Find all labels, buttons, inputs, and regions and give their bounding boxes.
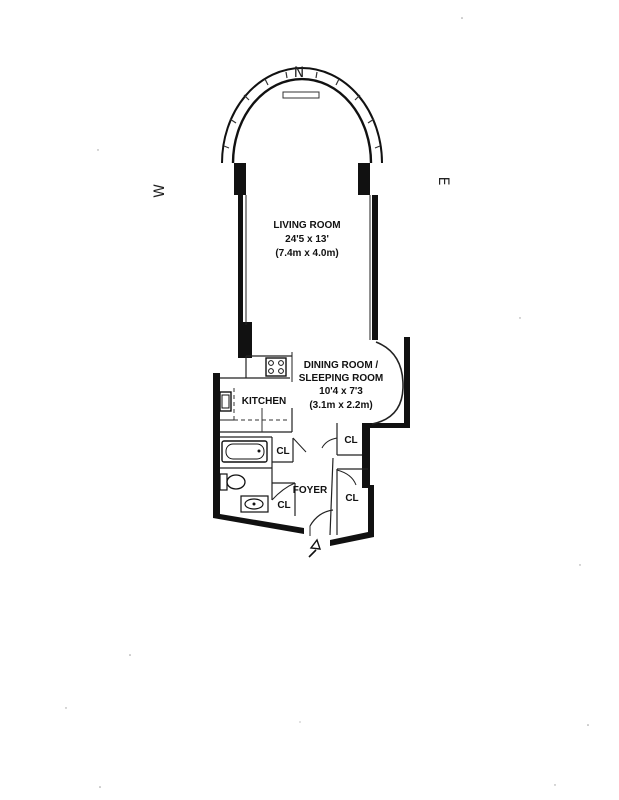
kitchen (213, 355, 293, 518)
bay-window-sill (282, 91, 320, 99)
entry-arrow-icon (308, 538, 322, 558)
living-room-name: LIVING ROOM (273, 220, 340, 231)
dining-room-dim-metric: (3.1m x 2.2m) (309, 400, 372, 411)
compass-north-label: N (294, 65, 304, 81)
closet-label-upper-right: CL (344, 435, 357, 446)
sink-icon (219, 391, 232, 412)
living-room-label: LIVING ROOM 24'5 x 13' (7.4m x 4.0m) (273, 220, 340, 259)
closet-label-lower-right: CL (345, 493, 358, 504)
living-room-dim-metric: (7.4m x 4.0m) (275, 248, 338, 259)
foyer-label: FOYER (293, 485, 328, 496)
stove-icon (265, 357, 287, 377)
dining-room-walls (291, 337, 410, 428)
foyer-walls (213, 423, 374, 546)
bathtub-icon (221, 440, 268, 463)
bathroom-sink-icon (240, 495, 269, 513)
closet-label-bath: CL (276, 446, 289, 457)
kitchen-label: KITCHEN (242, 396, 286, 407)
living-room-dim-imperial: 24'5 x 13' (285, 234, 329, 245)
bathroom (219, 436, 307, 513)
dining-room-name-line2: SLEEPING ROOM (299, 373, 383, 384)
bay-window-ticks (223, 71, 381, 149)
compass-west-label: W (152, 184, 168, 198)
dining-room-label: DINING ROOM / SLEEPING ROOM 10'4 x 7'3 (… (299, 360, 383, 411)
closet-label-lower-left: CL (277, 500, 290, 511)
compass-east-label: E (435, 177, 451, 186)
living-room-walls (221, 67, 383, 358)
toilet-icon (219, 473, 246, 491)
dining-room-name-line1: DINING ROOM / (304, 360, 379, 371)
scan-specks (65, 17, 589, 788)
dining-room-dim-imperial: 10'4 x 7'3 (319, 386, 363, 397)
